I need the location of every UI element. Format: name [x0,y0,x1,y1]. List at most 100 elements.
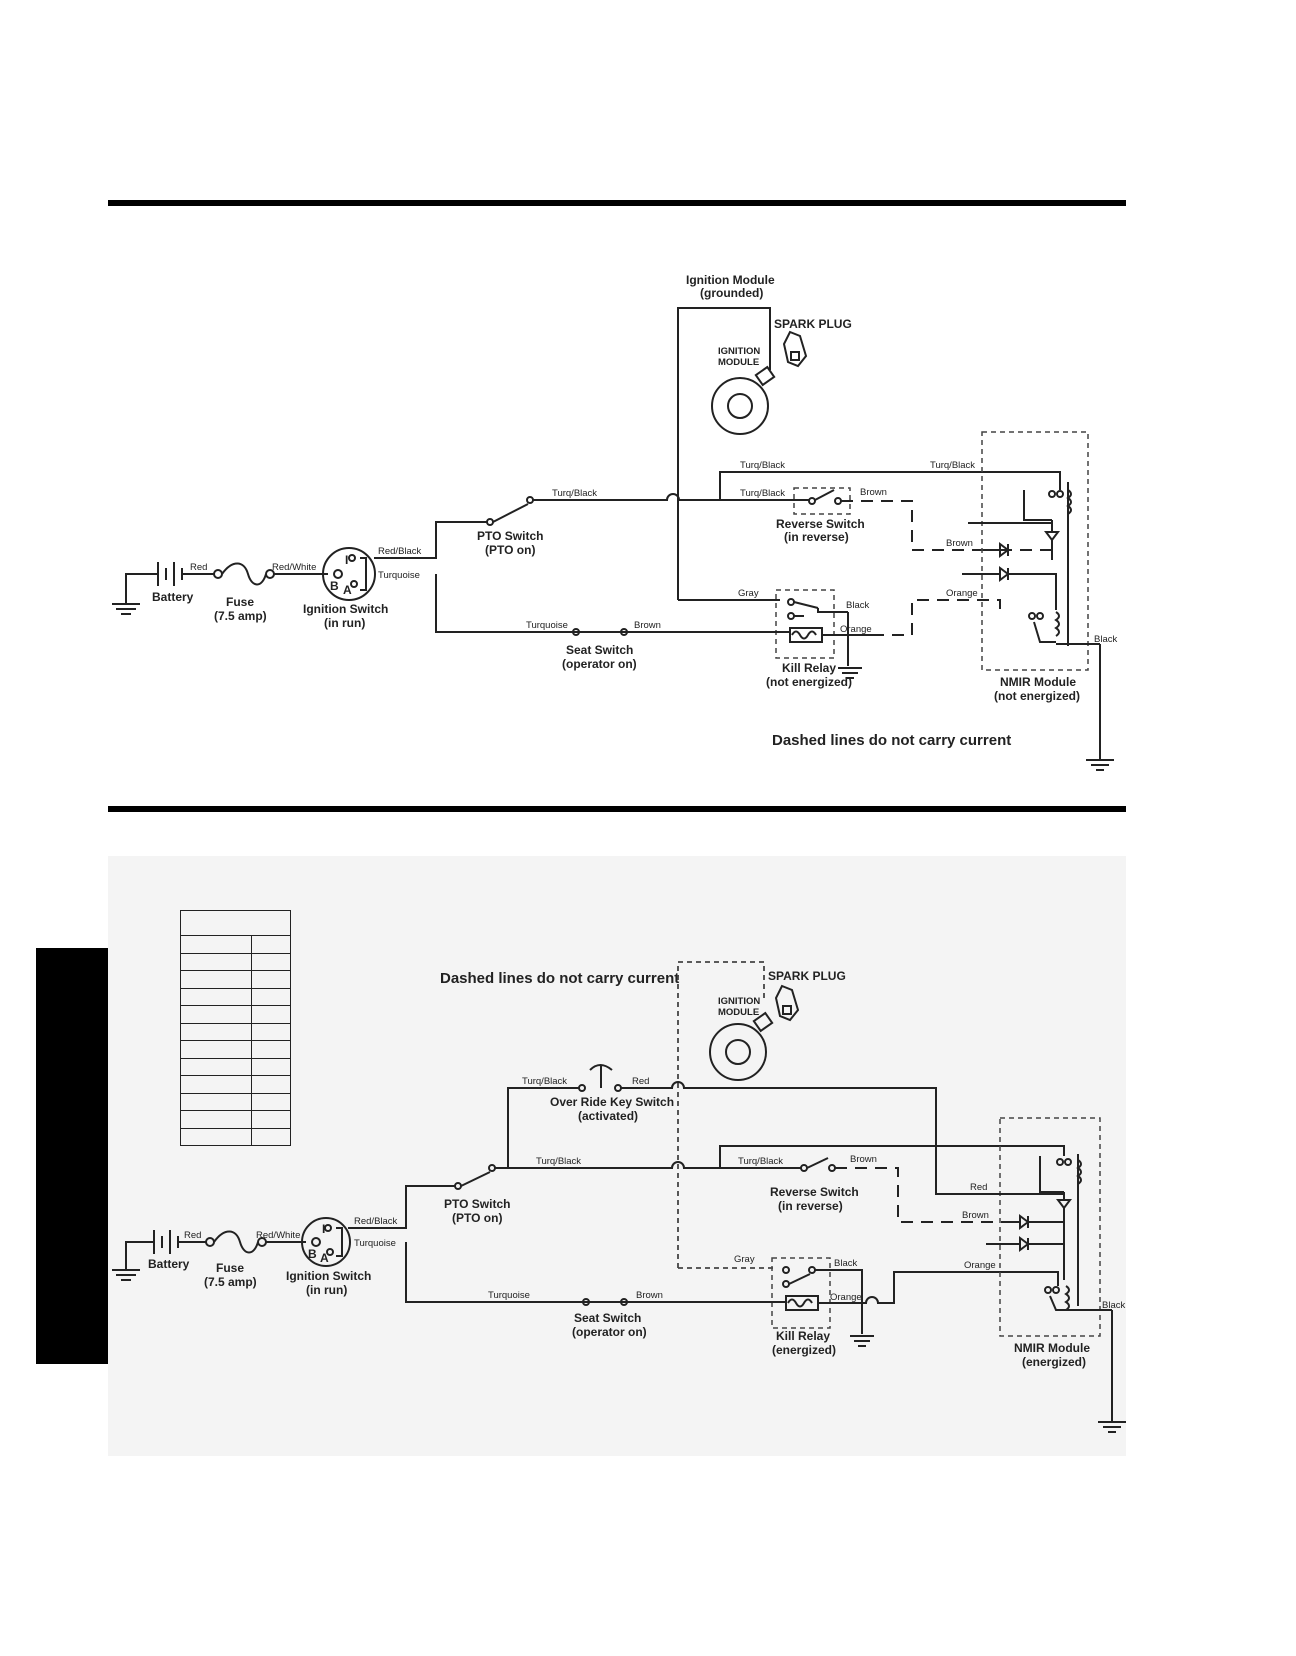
reverse-contact-a [808,497,816,505]
relay-coil-icon [789,627,823,643]
label-spark-plug: SPARK PLUG [774,317,852,331]
label-override-state: (activated) [578,1109,638,1123]
label-wire-turq-black-rev-2: Turq/Black [738,1156,783,1167]
kill-relay-contact-3-2 [808,1266,816,1274]
flywheel-icon-2 [709,1011,774,1081]
label-terminal-b-2: B [308,1247,317,1261]
wire-red-black-2 [348,1185,456,1229]
seat-contact-b-2 [620,1298,628,1306]
label-nmir-state-2: (energized) [1022,1355,1086,1369]
nmir-internals [962,482,1100,646]
label-seat-state: (operator on) [562,657,637,671]
wire-turq-black-pto-2 [508,1161,720,1169]
wire-turquoise [435,574,790,633]
kill-relay-contact-2-2 [782,1280,790,1288]
wire-turq-black-top-2 [719,1145,1065,1168]
label-fuse-rating-2: (7.5 amp) [204,1275,257,1289]
relay-coil-icon-2 [785,1295,819,1311]
ignition-switch-icon-2 [301,1217,351,1267]
label-fuse: Fuse [226,595,254,609]
label-wire-turq-black-override: Turq/Black [522,1076,567,1087]
label-ignition-module-state: (grounded) [700,286,763,300]
kill-relay-ground [838,612,862,679]
reverse-switch-box [793,487,851,515]
label-wire-black-nmir: Black [1094,634,1117,645]
kill-relay-box [775,589,835,659]
label-wire-orange-nmir: Orange [946,588,978,599]
reverse-contact-b [834,497,842,505]
label-wire-brown-seat: Brown [634,620,661,631]
wire-turquoise-2 [405,1242,786,1303]
reverse-switch-blade-2 [806,1157,829,1169]
label-ignition-switch: Ignition Switch [303,602,388,616]
label-note-dashed-2: Dashed lines do not carry current [440,970,679,987]
battery-ground-icon-2 [112,1269,140,1281]
flywheel-icon [711,365,776,435]
pto-contact-a [486,518,494,526]
label-wire-brown-nmir-2: Brown [962,1210,989,1221]
wire-orange-dashed [872,599,1001,636]
seat-contact-a-2 [582,1298,590,1306]
battery-ground-icon [112,603,140,615]
label-reverse-switch: Reverse Switch [776,517,865,531]
label-terminal-i: I [345,553,348,567]
seat-contact-b [620,628,628,636]
label-wire-red-override: Red [632,1076,649,1087]
label-override-switch: Over Ride Key Switch [550,1095,674,1109]
label-spark-plug-2: SPARK PLUG [768,969,846,983]
label-wire-red-2: Red [184,1230,201,1241]
label-ignition-switch-state: (in run) [324,616,365,630]
wire-black-nmir-ground-2 [1098,1310,1126,1433]
battery-icon-2 [153,1230,179,1254]
label-kill-state: (not energized) [766,675,852,689]
label-terminal-a: A [343,583,352,597]
label-ignition-switch-2: Ignition Switch [286,1269,371,1283]
blank-legend-table [180,910,291,1146]
label-seat-switch: Seat Switch [566,643,633,657]
kill-relay-box-2 [771,1257,831,1329]
wire-red-black [374,521,488,559]
label-pto-state-2: (PTO on) [452,1211,502,1225]
label-terminal-a-2: A [320,1251,329,1265]
label-ignition-module-line2-2: MODULE [718,1007,759,1018]
diagram1: Red Battery Fuse (7.5 amp) Red/White I B… [112,273,1117,771]
label-wire-brown-seat-2: Brown [636,1290,663,1301]
label-wire-turquoise: Turquoise [378,570,420,581]
label-ignition-module-line1-2: IGNITION [718,996,760,1007]
label-wire-turquoise-seat: Turquoise [526,620,568,631]
wire-red-override [621,1081,990,1195]
nmir-internals-2 [986,1154,1112,1311]
label-kill-relay-2: Kill Relay [776,1329,830,1343]
label-nmir-module-2: NMIR Module [1014,1341,1090,1355]
nmir-module-box [981,431,1089,671]
label-fuse-rating: (7.5 amp) [214,609,267,623]
kill-relay-blade-ground-2 [788,1269,874,1347]
kill-relay-contact-1-2 [782,1266,790,1274]
label-wire-turq-black-pto: Turq/Black [552,488,597,499]
wire-ignition-ground [677,307,771,600]
label-reverse-state: (in reverse) [784,530,849,544]
label-wire-gray: Gray [738,588,759,599]
label-wire-turq-black-nmir: Turq/Black [930,460,975,471]
label-ignition-module-title: Ignition Module [686,273,775,287]
label-nmir-module: NMIR Module [1000,675,1076,689]
label-wire-red-white-2: Red/White [256,1230,300,1241]
ignition-switch-icon [322,547,376,601]
label-wire-turquoise-seat-2: Turquoise [488,1290,530,1301]
label-terminal-i-2: I [322,1222,325,1236]
pto-switch-blade-2 [460,1171,491,1187]
label-pto-switch: PTO Switch [477,529,543,543]
ignition-dashed-path [677,961,765,1268]
label-wire-orange-relay-2: Orange [830,1292,862,1303]
wire-turq-black-top [719,471,1061,500]
kill-relay-contact-2 [787,612,795,620]
override-contact-a [578,1084,586,1092]
battery-ground-lead-2 [125,1241,152,1270]
label-pto-switch-2: PTO Switch [444,1197,510,1211]
label-wire-red-black: Red/Black [378,546,422,557]
label-wire-brown-rev: Brown [860,487,887,498]
kill-relay-contact-1 [787,598,795,606]
label-wire-brown-rev-2: Brown [850,1154,877,1165]
wire-turq-black-override [507,1087,580,1168]
battery-ground-lead [125,573,152,604]
